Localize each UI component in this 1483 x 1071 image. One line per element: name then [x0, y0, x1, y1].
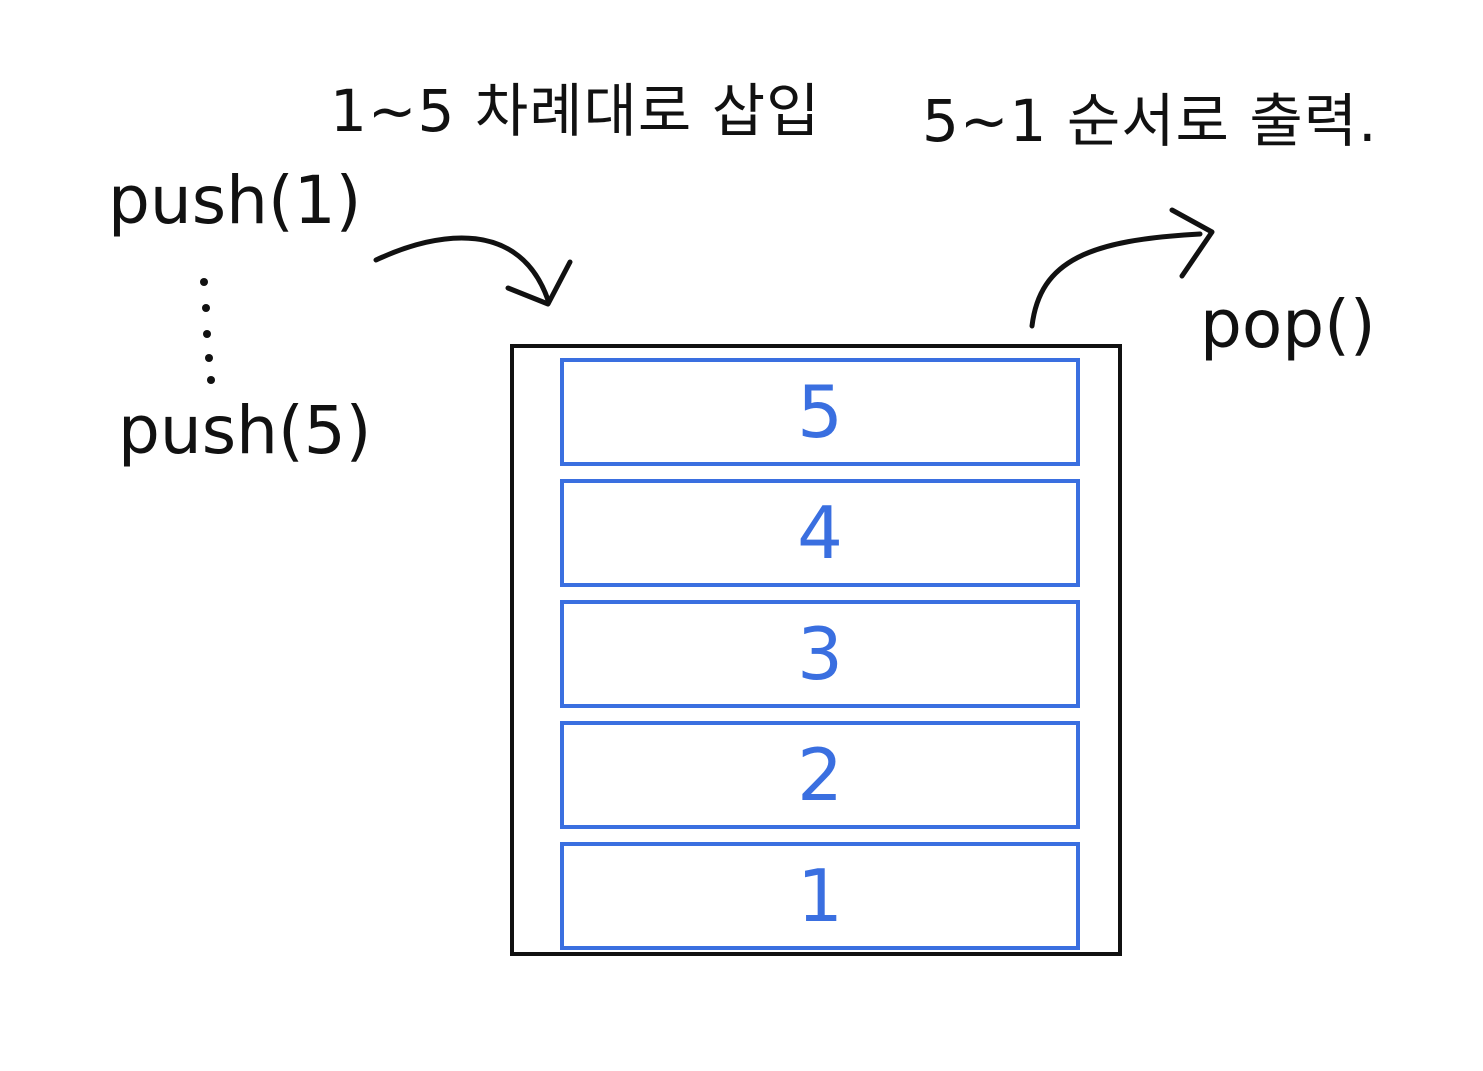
ellipsis-dots: [200, 278, 215, 384]
output-caption: 5~1 순서로 출력.: [922, 87, 1378, 155]
stack-item-4: 4: [560, 479, 1080, 587]
push-last-label: push(5): [118, 392, 372, 469]
stack-item-1: 1: [560, 842, 1080, 950]
pop-arrow-icon: [1029, 207, 1215, 329]
pop-label: pop(): [1200, 286, 1376, 363]
push-first-label: push(1): [108, 162, 362, 239]
stack-item-5: 5: [560, 358, 1080, 466]
stack-item-2: 2: [560, 721, 1080, 829]
stack-container: 5 4 3 2 1: [510, 344, 1122, 956]
stack-item-3: 3: [560, 600, 1080, 708]
push-arrow-icon: [373, 235, 573, 307]
insert-caption: 1~5 차례대로 삽입: [330, 77, 821, 145]
